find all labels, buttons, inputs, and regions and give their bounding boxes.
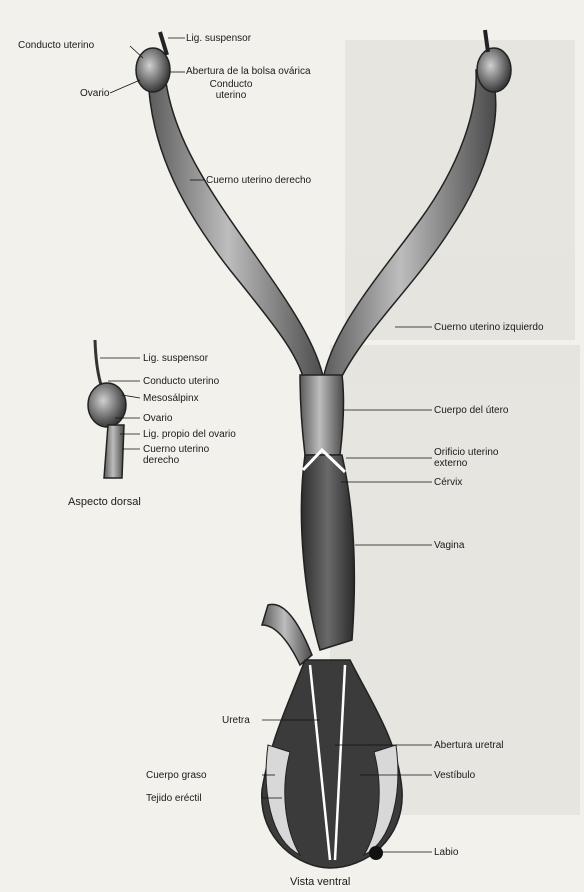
label-abertura-bolsa: Abertura de la bolsa ovárica [186, 66, 311, 77]
inset-dorsal-aspect [88, 340, 126, 478]
inset-label-conducto-uterino: Conducto uterino [143, 376, 219, 387]
inset-label-cuerno-derecho: Cuerno uterino derecho [143, 444, 233, 466]
label-cuerno-derecho: Cuerno uterino derecho [206, 175, 311, 186]
inset-label-ovario: Ovario [143, 413, 172, 424]
label-ovario: Ovario [80, 88, 109, 99]
label-cuerpo-graso: Cuerpo graso [146, 770, 207, 781]
label-labio: Labio [434, 847, 458, 858]
label-abertura-uretral: Abertura uretral [434, 740, 503, 751]
inset-caption: Aspecto dorsal [68, 496, 141, 508]
uterus-body [300, 375, 343, 455]
left-ovary [477, 48, 511, 92]
label-cervix: Cérvix [434, 477, 462, 488]
label-conducto-uterino-2: Conducto uterino [200, 79, 262, 101]
figure-caption: Vista ventral [290, 876, 350, 888]
label-conducto-uterino: Conducto uterino [18, 40, 94, 51]
label-lig-suspensor: Lig. suspensor [186, 33, 251, 44]
inset-label-lig-propio: Lig. propio del ovario [143, 429, 236, 440]
label-orificio-externo: Orificio uterino externo [434, 447, 524, 469]
right-uterine-horn [148, 75, 325, 385]
label-cuerpo-utero: Cuerpo del útero [434, 405, 509, 416]
vagina-shape [301, 455, 354, 650]
label-vestibulo: Vestíbulo [434, 770, 475, 781]
label-vagina: Vagina [434, 540, 464, 551]
label-tejido-erectil: Tejido eréctil [146, 793, 202, 804]
label-cuerno-izquierdo: Cuerno uterino izquierdo [434, 322, 544, 333]
labium-dot [369, 846, 383, 860]
label-uretra: Uretra [222, 715, 250, 726]
inset-label-lig-suspensor: Lig. suspensor [143, 353, 208, 364]
urethra-tube [262, 604, 312, 665]
inset-label-mesosalpinx: Mesosálpinx [143, 393, 199, 404]
